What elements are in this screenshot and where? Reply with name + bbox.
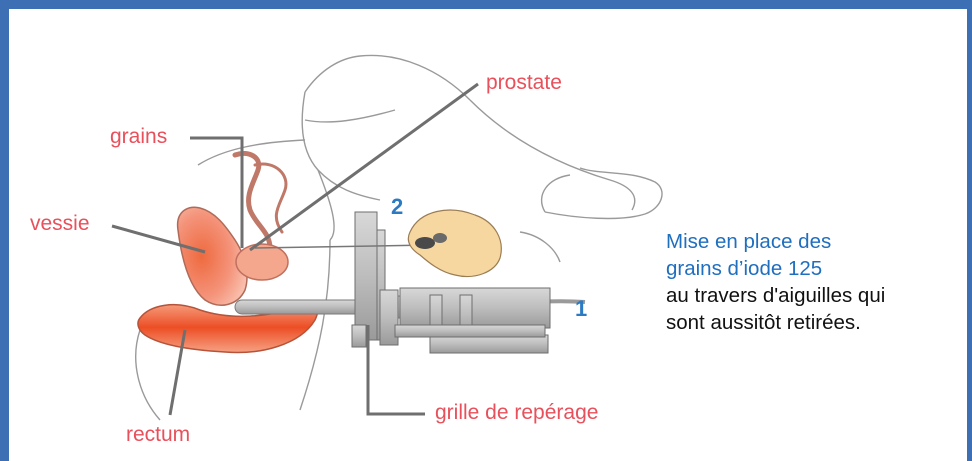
caption-line-3: au travers d'aiguilles qui: [666, 282, 885, 309]
caption: Mise en place des grains d’iode 125 au t…: [666, 228, 885, 336]
label-vessie: vessie: [30, 213, 90, 234]
label-grille: grille de repérage: [435, 402, 598, 423]
label-grains: grains: [110, 126, 167, 147]
hand: [408, 210, 501, 276]
label-prostate: prostate: [486, 72, 562, 93]
label-rectum: rectum: [126, 424, 190, 445]
caption-line-1: Mise en place des: [666, 228, 885, 255]
number-1: 1: [575, 298, 587, 320]
number-2: 2: [391, 196, 403, 218]
bladder: [178, 153, 286, 305]
needle: [255, 245, 430, 248]
caption-line-2: grains d’iode 125: [666, 255, 885, 282]
caption-line-4: sont aussitôt retirées.: [666, 309, 885, 336]
prostate-organ: [236, 244, 288, 280]
